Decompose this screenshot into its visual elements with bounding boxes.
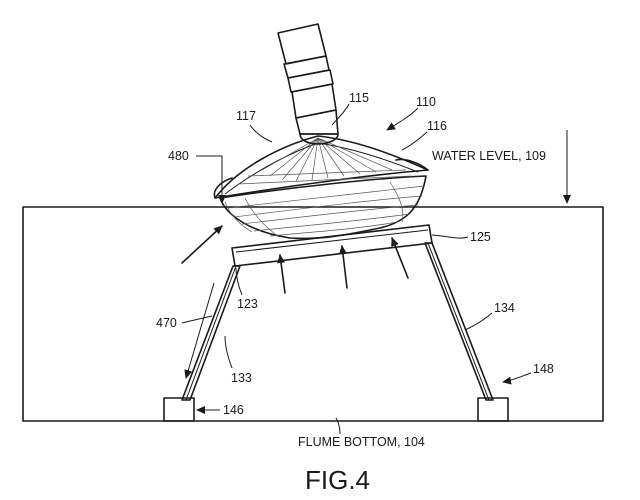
- label-125: 125: [470, 230, 491, 244]
- figure-caption: FIG.4: [305, 465, 370, 495]
- label-flume-bottom: FLUME BOTTOM, 104: [298, 435, 425, 449]
- label-133: 133: [231, 371, 252, 385]
- mount-strap: [277, 23, 339, 135]
- foot-146: [163, 397, 195, 422]
- label-470: 470: [156, 316, 177, 330]
- force-arrows: [181, 225, 409, 294]
- leader-lines: [181, 103, 571, 435]
- label-148: 148: [533, 362, 554, 376]
- label-116: 116: [427, 119, 447, 133]
- label-480: 480: [168, 149, 189, 163]
- label-134: 134: [494, 301, 515, 315]
- label-117: 117: [236, 109, 256, 123]
- label-115: 115: [349, 91, 369, 105]
- flume-tank: [22, 206, 604, 422]
- label-123: 123: [237, 297, 258, 311]
- label-110: 110: [416, 95, 436, 109]
- label-water-level: WATER LEVEL, 109: [432, 149, 546, 163]
- foot-148: [477, 397, 509, 422]
- support-stand: [163, 224, 509, 422]
- label-146: 146: [223, 403, 244, 417]
- hull-assembly: [213, 133, 429, 240]
